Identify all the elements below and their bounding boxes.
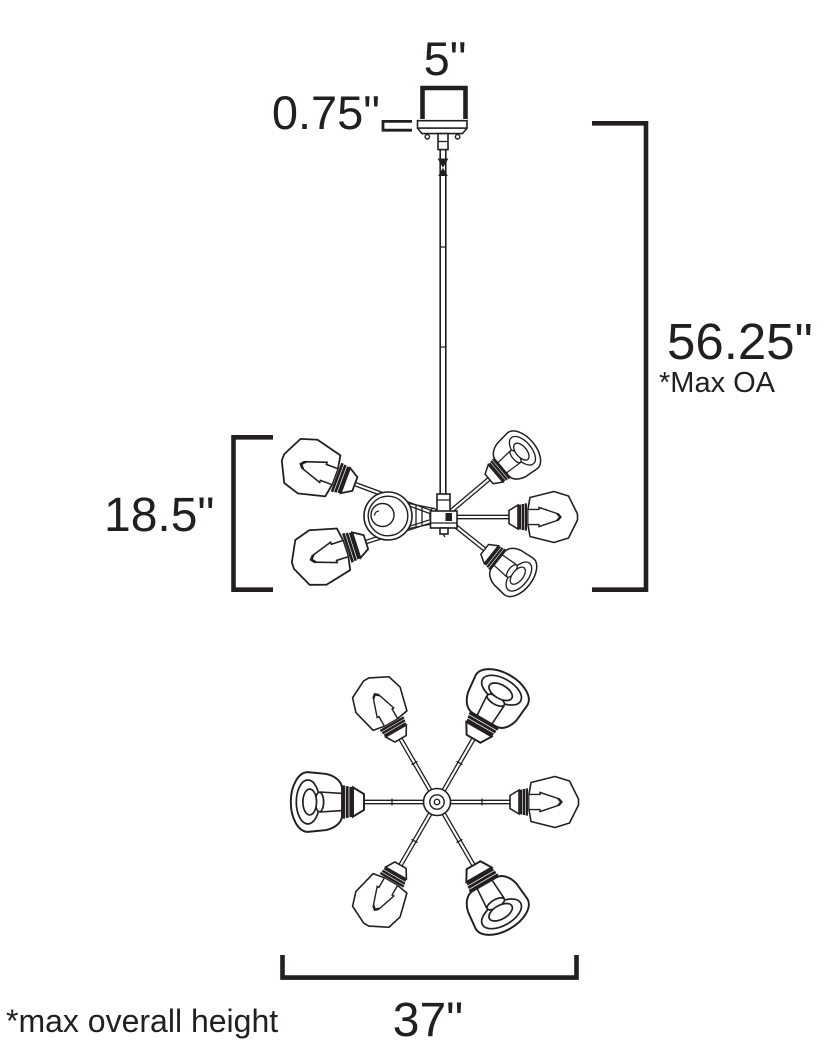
footnote-text: *max overall height <box>6 1003 278 1039</box>
top-arms <box>363 736 511 868</box>
shade-lower-left <box>282 513 377 595</box>
top-shade-upper-right <box>446 658 538 756</box>
shade-upper-left <box>271 429 367 513</box>
body-height-bracket <box>231 435 273 592</box>
body-width-bracket <box>280 955 579 980</box>
shade-upper-right <box>472 423 549 498</box>
top-shade-upper-left <box>342 665 424 753</box>
rod-swivel <box>437 158 449 176</box>
front-shade <box>363 491 438 541</box>
canopy-width-bracket <box>420 85 468 119</box>
shade-lower-right <box>469 530 545 605</box>
canopy-thickness-label: 0.75" <box>272 86 380 139</box>
canopy-width-label: 5" <box>424 32 467 85</box>
side-view <box>271 119 579 605</box>
top-shade-lower-left <box>342 851 424 939</box>
body-height-label: 18.5" <box>104 489 214 542</box>
shade-right <box>507 490 579 544</box>
body-width-label: 37" <box>393 994 463 1042</box>
hang-rod <box>437 150 449 495</box>
top-shade-lower-right <box>446 848 538 946</box>
canopy-thickness-pointer <box>381 120 412 132</box>
top-hub <box>422 787 452 817</box>
max-overall-bracket <box>592 121 649 592</box>
canopy <box>416 119 468 151</box>
side-hub <box>429 493 458 538</box>
rod-joints <box>440 246 446 348</box>
front-bulb <box>370 502 395 528</box>
max-oa-note: *Max OA <box>659 367 776 399</box>
top-shade-right <box>508 775 580 829</box>
max-overall-label: 56.25" <box>667 313 813 370</box>
top-view <box>289 658 580 946</box>
top-shade-left <box>289 770 366 834</box>
